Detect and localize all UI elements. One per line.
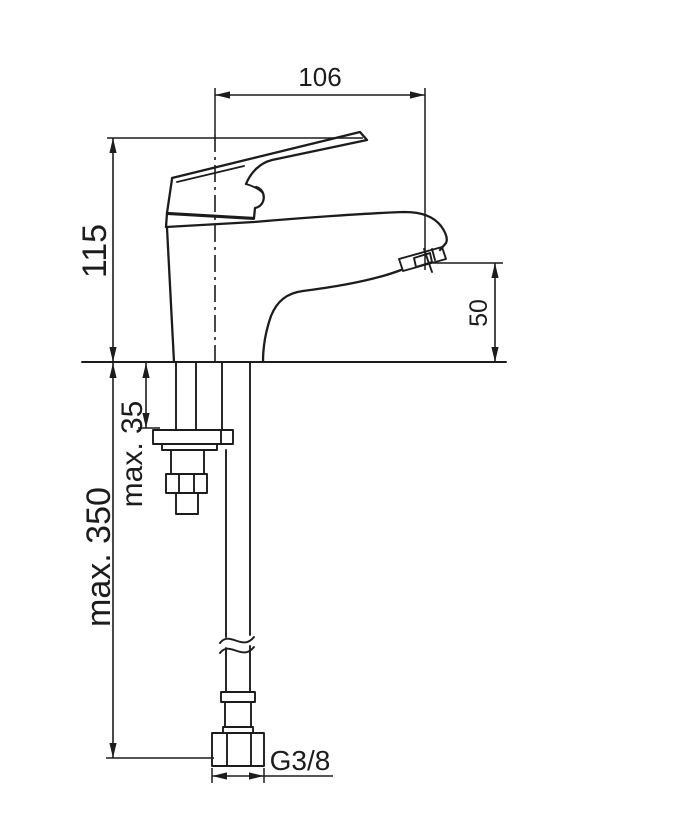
arrowhead [249,772,264,780]
dimension-mounting-thickness: max. 35 [116,363,160,507]
hose-break-mark [219,646,255,654]
arrowhead [109,138,117,153]
dimension-spout-reach: 106 [215,62,426,270]
supply-hose [219,362,255,693]
aerator [398,246,447,273]
dimension-label-115: 115 [76,224,114,278]
dimension-label-max350: max. 350 [80,487,118,627]
dimension-label-50: 50 [465,299,493,327]
arrowhead [410,91,425,99]
hose-break-mark [219,636,255,644]
dimension-spout-height: 50 [433,262,503,362]
dimension-body-height: 115 [76,137,363,362]
faucet-body-and-spout [164,210,448,364]
dimension-label-106: 106 [298,62,341,92]
faucet-collar [164,211,255,229]
dimension-label-max35: max. 35 [116,401,149,508]
g38-hex-nut [211,732,265,767]
arrowhead [212,772,227,780]
mounting-nut [165,449,208,515]
faucet-outline [164,130,448,364]
mounting-flange-washer [152,429,234,451]
dimension-hose-length: max. 350 [80,363,214,759]
arrowhead [109,347,117,362]
arrowhead [109,363,117,378]
arrowhead [215,91,230,99]
hose-fitting [211,691,265,767]
dimension-label-g38: G3/8 [270,745,331,776]
arrowhead [142,413,150,428]
arrowhead [142,363,150,378]
arrowhead [491,347,499,362]
faucet-handle-lever [170,130,369,194]
threaded-shank [175,362,223,431]
dimension-thread-size: G3/8 [211,745,333,783]
arrowhead [109,743,117,758]
arrowhead [491,263,499,278]
